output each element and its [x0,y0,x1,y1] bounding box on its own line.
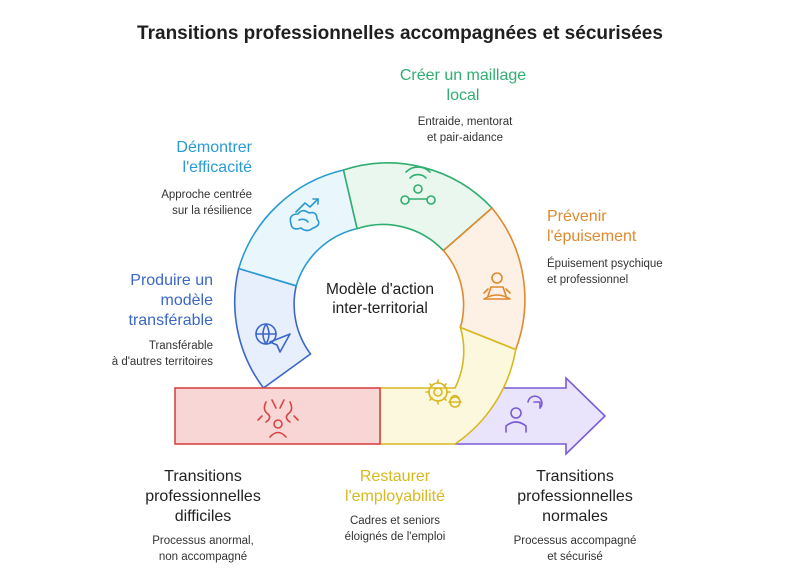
difficult-heading: Transitions professionnelles difficiles [145,468,261,525]
normal-heading: Transitions professionnelles normales [517,468,633,525]
tangled-person-icon [257,399,299,438]
transferable-heading: Produire un modèle transférable [128,272,214,329]
burnout-heading: Prévenir l'épuisement [547,208,637,245]
difficult-desc: Processus anormal, non accompagné [152,535,254,563]
chart-brain-icon [289,198,320,232]
network-icon [400,166,436,205]
center-label-line-1: Modèle d'action [325,281,435,298]
burnout-desc: Épuisement psychique et professionnel [547,258,663,286]
segment-burnout [442,206,526,351]
globe-plane-icon [255,323,291,353]
local-heading: Créer un maillage local [399,67,527,104]
segment-efficacy [237,169,359,287]
efficacy-desc: Approche centrée sur la résilience [161,189,252,217]
transferable-desc: Transférable à d'autres territoires [111,340,213,368]
page-title: Transitions professionnelles accompagnée… [137,23,663,44]
local-desc: Entraide, mentorat et pair-aidance [417,116,513,144]
segment-employability [379,326,517,445]
employability-desc: Cadres et seniors éloignés de l'emploi [344,515,446,543]
gear-worker-icon [425,379,462,408]
center-label-line-2: inter-territorial [332,300,428,318]
efficacy-heading: Démontrer l'efficacité [176,139,252,176]
person-growth-icon [505,395,543,433]
center-label: Modèle d'action inter-territorial [300,280,460,319]
meditation-icon [483,272,511,300]
normal-desc: Processus accompagné et sécurisé [513,535,637,563]
employability-heading: Restaurer l'employabilité [345,468,445,505]
box-difficult [174,387,381,445]
